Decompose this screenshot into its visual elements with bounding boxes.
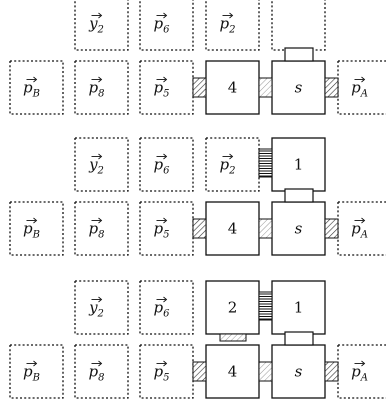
block-label: p6 xyxy=(154,156,171,177)
striped-connector-1 xyxy=(258,291,273,321)
bottom-slot-0: pB xyxy=(9,60,64,115)
bottom-slot-2: p5 xyxy=(139,201,194,256)
connector-s-a xyxy=(324,218,339,239)
block-label: pB xyxy=(23,363,40,384)
striped-connector-1 xyxy=(258,148,273,178)
block-label: p8 xyxy=(89,220,105,241)
connector-5-4 xyxy=(192,77,207,98)
connector-4-s xyxy=(258,77,273,98)
top-connector-s xyxy=(284,47,314,62)
top-connector-s xyxy=(284,188,314,203)
block-label: 4 xyxy=(228,363,238,381)
block-label: p2 xyxy=(220,156,236,177)
connector-4-s xyxy=(258,361,273,382)
bottom-slot-1: p8 xyxy=(74,201,129,256)
block-label: y2 xyxy=(88,15,104,36)
block-label: s xyxy=(295,220,303,238)
block-label: p6 xyxy=(154,299,171,320)
top-slot-3: p2 xyxy=(205,137,260,192)
connector-5-4 xyxy=(192,361,207,382)
block-label: y2 xyxy=(88,299,104,320)
bottom-slot-1: p8 xyxy=(74,344,129,399)
top-connector-s xyxy=(284,331,314,346)
bottom-block-3: 4 xyxy=(205,201,260,256)
bottom-slot-5: pA xyxy=(337,344,386,399)
bottom-block-4: s xyxy=(271,201,326,256)
block-label: p6 xyxy=(154,15,171,36)
top-block-4: 1 xyxy=(271,137,326,192)
block-label: p5 xyxy=(154,363,170,384)
top-slot-1: y2 xyxy=(74,0,129,51)
block-label: s xyxy=(295,363,303,381)
top-slot-2: p6 xyxy=(139,0,194,51)
bottom-slot-2: p5 xyxy=(139,344,194,399)
top-slot-1: y2 xyxy=(74,280,129,335)
bottom-slot-5: pA xyxy=(337,201,386,256)
block-label: p5 xyxy=(154,79,170,100)
bottom-block-4: s xyxy=(271,344,326,399)
top-block-3: 2 xyxy=(205,280,260,335)
block-label: 1 xyxy=(294,299,304,317)
bottom-slot-1: p8 xyxy=(74,60,129,115)
block-label: pB xyxy=(23,79,40,100)
block-label: p2 xyxy=(220,15,236,36)
bottom-block-3: 4 xyxy=(205,344,260,399)
block-label: pB xyxy=(23,220,40,241)
block-label: p8 xyxy=(89,79,105,100)
block-label: pA xyxy=(351,220,368,241)
connector-5-4 xyxy=(192,218,207,239)
bottom-block-4: s xyxy=(271,60,326,115)
connector-s-a xyxy=(324,77,339,98)
block-label: 4 xyxy=(228,220,238,238)
connector-s-a xyxy=(324,361,339,382)
block-label: 1 xyxy=(294,156,304,174)
block-label: s xyxy=(295,79,303,97)
bottom-connector-2 xyxy=(219,333,247,342)
block-label: p5 xyxy=(154,220,170,241)
bottom-slot-0: pB xyxy=(9,344,64,399)
top-block-4: 1 xyxy=(271,280,326,335)
top-slot-2: p6 xyxy=(139,137,194,192)
top-slot-1: y2 xyxy=(74,137,129,192)
top-slot-4 xyxy=(271,0,326,51)
bottom-slot-2: p5 xyxy=(139,60,194,115)
block-label: 4 xyxy=(228,79,238,97)
bottom-block-3: 4 xyxy=(205,60,260,115)
block-label: pA xyxy=(351,79,368,100)
connector-4-s xyxy=(258,218,273,239)
bottom-slot-0: pB xyxy=(9,201,64,256)
top-slot-3: p2 xyxy=(205,0,260,51)
bottom-slot-5: pA xyxy=(337,60,386,115)
block-label: p8 xyxy=(89,363,105,384)
block-label: 2 xyxy=(228,299,238,317)
block-label: pA xyxy=(351,363,368,384)
block-label: y2 xyxy=(88,156,104,177)
top-slot-2: p6 xyxy=(139,280,194,335)
